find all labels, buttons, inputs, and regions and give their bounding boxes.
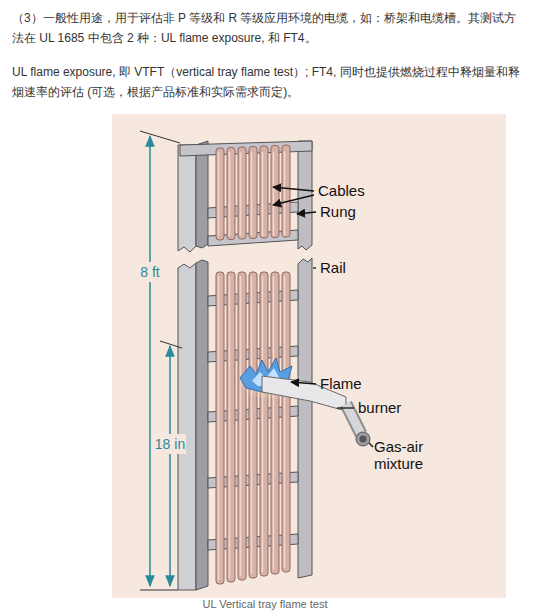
- cable: [260, 272, 268, 576]
- extension-line: [140, 131, 180, 143]
- cable: [238, 272, 246, 580]
- rail: [298, 258, 312, 578]
- cable-highlight: [240, 152, 242, 236]
- cable-highlight: [284, 152, 286, 236]
- pipe-end: [360, 436, 367, 443]
- part-name: Rail: [320, 259, 346, 277]
- rail: [196, 141, 208, 248]
- leader-line: [291, 382, 316, 384]
- cable-highlight: [218, 152, 220, 236]
- dimension-line: [169, 346, 171, 586]
- svg-part: [216, 145, 290, 584]
- part-name: Flame: [320, 375, 362, 393]
- rail: [178, 145, 196, 252]
- figure-caption: UL Vertical tray flame test: [203, 598, 328, 610]
- cable-highlight: [273, 276, 275, 570]
- part-name: burner: [358, 399, 401, 417]
- paragraph: （3）一般性用途，用于评估非 P 等级和 R 等级应用环境的电缆，如：桥架和电缆…: [12, 8, 522, 49]
- dimension-line: [149, 136, 151, 586]
- cable: [216, 148, 224, 240]
- rail: [196, 260, 208, 590]
- part-name: Rung: [320, 203, 356, 221]
- cable: [271, 146, 279, 238]
- cable: [249, 272, 257, 578]
- cable: [260, 146, 268, 238]
- cable: [271, 272, 279, 574]
- leader-line: [313, 267, 316, 268]
- leader-line: [273, 195, 314, 205]
- rail: [178, 263, 196, 590]
- cable-highlight: [262, 152, 264, 236]
- cable-highlight: [262, 276, 264, 572]
- extension-line: [160, 341, 182, 348]
- cable: [249, 147, 257, 239]
- paragraph: UL flame exposure, 即 VTFT（vertical tray …: [12, 62, 522, 103]
- cable: [282, 145, 290, 237]
- cable-highlight: [251, 152, 253, 236]
- leader-line: [337, 407, 354, 408]
- cable-highlight: [218, 276, 220, 580]
- cable-highlight: [284, 276, 286, 568]
- cable-highlight: [229, 152, 231, 236]
- cable-highlight: [251, 276, 253, 574]
- part-name: Cables: [318, 182, 365, 200]
- leader-line: [297, 212, 316, 214]
- extension-line: [140, 590, 178, 591]
- leader-line: [273, 187, 314, 191]
- leader-line: [369, 443, 373, 447]
- cable: [216, 272, 224, 584]
- cable-highlight: [240, 276, 242, 576]
- pipe-end: [356, 432, 370, 446]
- cable: [227, 272, 235, 582]
- cable: [238, 147, 246, 239]
- dimension-label: 18 in: [154, 434, 186, 455]
- cable-highlight: [273, 152, 275, 236]
- dimension-label: 8 ft: [139, 262, 160, 283]
- cable-highlight: [229, 276, 231, 578]
- cable: [227, 148, 235, 240]
- panel: [112, 114, 506, 598]
- part-name: Gas-air mixture: [374, 438, 454, 473]
- cable: [282, 272, 290, 572]
